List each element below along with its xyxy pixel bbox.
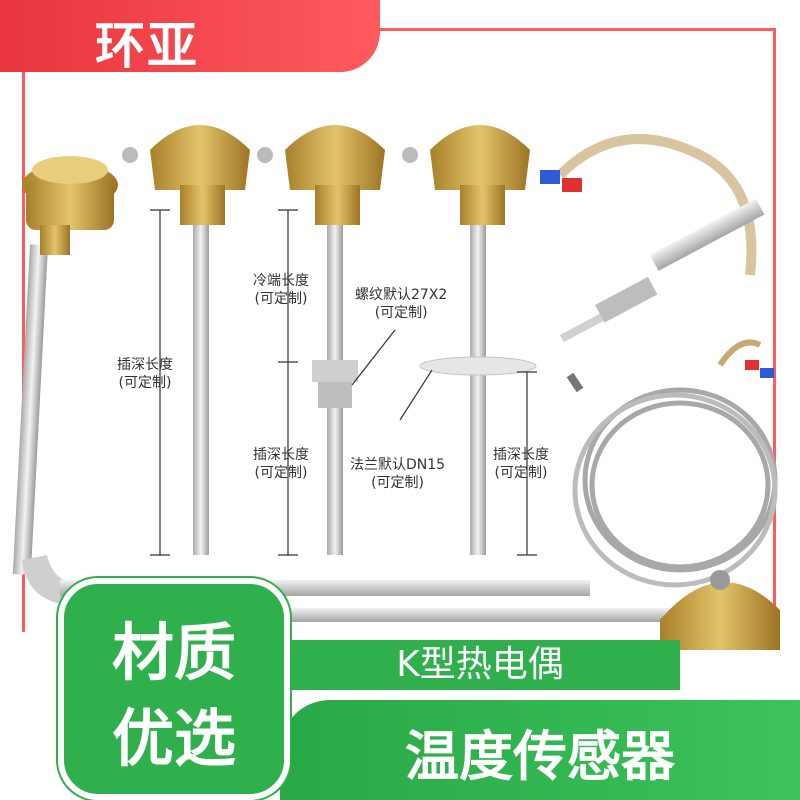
- decorative-border-right: [773, 28, 776, 648]
- thread-default-text: 螺纹默认27X2: [355, 287, 448, 303]
- insert-depth-text: 插深长度: [253, 447, 309, 463]
- armored-cable-coil: [566, 339, 778, 588]
- product-name-bar: 温度传感器: [280, 700, 800, 800]
- label-thread-default: 螺纹默认27X2 (可定制): [355, 286, 447, 322]
- customizable-text: (可定制): [371, 475, 424, 491]
- decorative-border-left: [22, 72, 25, 632]
- customizable-text: (可定制): [118, 375, 172, 391]
- customizable-text: (可定制): [374, 305, 428, 321]
- wire-terminal-red: [745, 360, 759, 370]
- insert-depth-text: 插深长度: [493, 447, 549, 463]
- dimension-lines: [150, 209, 537, 556]
- customizable-text: (可定制): [254, 291, 308, 307]
- straight-thermocouple-2: [257, 125, 385, 555]
- brand-title: 环亚: [95, 17, 199, 75]
- customizable-text: (可定制): [254, 465, 308, 481]
- product-type-bar: K型热电偶: [280, 640, 680, 690]
- quality-badge: 材质 优选: [58, 578, 290, 800]
- decorative-border-top: [380, 28, 775, 31]
- badge-line-1: 材质: [111, 616, 236, 689]
- label-insert-depth-1: 插深长度 (可定制): [117, 356, 173, 392]
- label-insert-depth-2: 插深长度 (可定制): [253, 446, 309, 482]
- badge-line-2: 优选: [111, 702, 236, 775]
- label-flange-default: 法兰默认DN15 (可定制): [350, 456, 445, 492]
- customizable-text: (可定制): [494, 465, 548, 481]
- cable-thermocouple-top: [540, 134, 765, 343]
- straight-thermocouple-1: [122, 125, 250, 555]
- wire-terminal-blue: [760, 368, 774, 378]
- straight-thermocouple-3: [402, 125, 537, 555]
- brand-banner: 环亚: [0, 0, 380, 75]
- cold-end-length-text: 冷端长度: [253, 273, 309, 289]
- insert-depth-text: 插深长度: [117, 357, 173, 373]
- horizontal-thermocouple-head: [290, 570, 780, 650]
- label-cold-end-length: 冷端长度 (可定制): [253, 272, 309, 308]
- label-insert-depth-3: 插深长度 (可定制): [493, 446, 549, 482]
- flange-default-text: 法兰默认DN15: [350, 457, 446, 473]
- product-name-text: 温度传感器: [405, 725, 675, 788]
